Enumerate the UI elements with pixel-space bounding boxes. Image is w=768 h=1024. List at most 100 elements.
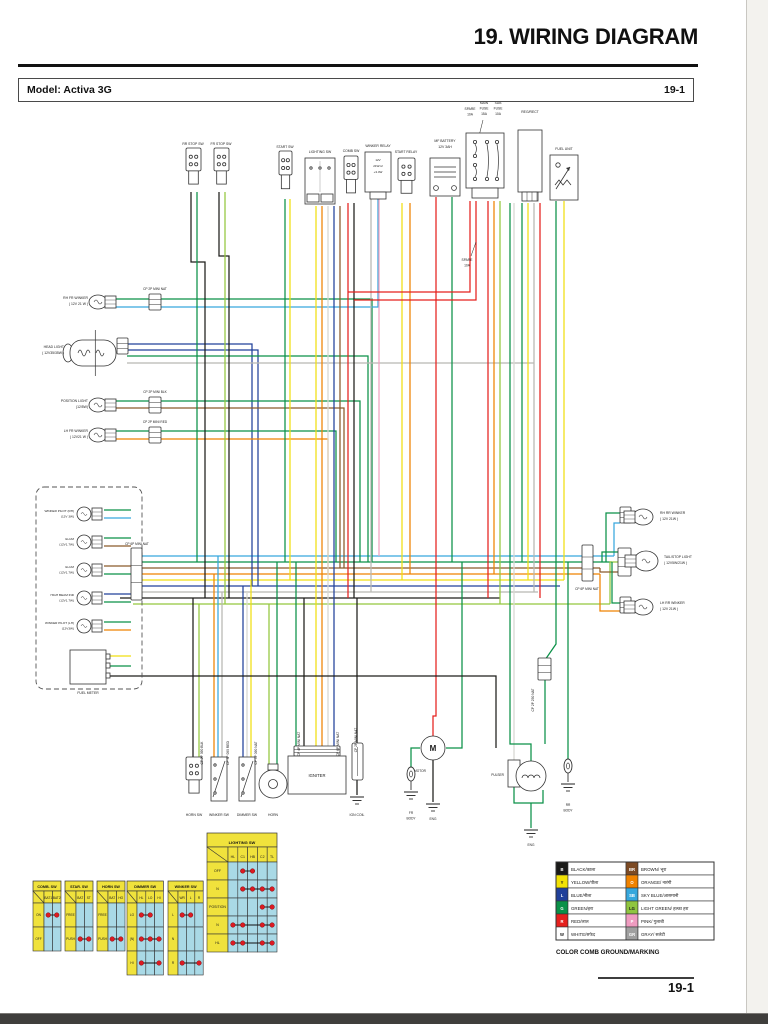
svg-text:HI: HI xyxy=(130,961,133,965)
svg-text:CP 6P MINI NAT: CP 6P MINI NAT xyxy=(575,587,599,591)
wire-sb xyxy=(613,522,620,556)
svg-text:CP 6P MINI NAT: CP 6P MINI NAT xyxy=(125,542,149,546)
wire-g xyxy=(112,298,373,562)
svg-text:SKY BLUE/आसमानी: SKY BLUE/आसमानी xyxy=(641,893,679,898)
svg-text:ENG: ENG xyxy=(430,817,437,821)
svg-text:FUEL UNIT: FUEL UNIT xyxy=(555,147,572,151)
illum-lower: ILLUM(12V1.7W) xyxy=(59,562,103,578)
svg-text:Y: Y xyxy=(561,880,564,885)
wire-sb xyxy=(112,196,379,308)
svg-text:PULSER: PULSER xyxy=(491,773,504,777)
position-light-connector: CP 2P MINI BLK xyxy=(143,390,168,414)
diagram-label: SPARE xyxy=(465,107,477,111)
svg-text:CP 2P 250 NAT: CP 2P 250 NAT xyxy=(531,688,535,711)
svg-text:FUSE: FUSE xyxy=(480,107,490,111)
diagram-label: CP 3P 090 NAT xyxy=(254,741,258,764)
svg-text:MAIN: MAIN xyxy=(480,101,489,105)
svg-text:N: N xyxy=(172,937,175,941)
start-relay: START RELAY xyxy=(395,150,418,194)
svg-text:RR: RR xyxy=(566,803,571,807)
wire-g xyxy=(544,201,557,661)
svg-text:IGN COIL: IGN COIL xyxy=(350,813,365,817)
wire-l xyxy=(127,349,259,586)
svg-text:BROWN/ भूरा: BROWN/ भूरा xyxy=(641,867,667,873)
fr-stop-switch: FR STOP SW xyxy=(211,142,232,185)
wire-br xyxy=(599,568,620,573)
winker-pilot-lh: WINKER PILOT (LH)(12V3W) xyxy=(45,618,103,634)
wire-lg xyxy=(609,561,620,604)
dimmer-switch: DIMMER SW xyxy=(237,756,258,817)
svg-text:( 12V 21 W ): ( 12V 21 W ) xyxy=(69,302,88,306)
wire-g xyxy=(605,512,620,562)
svg-text:L: L xyxy=(561,893,564,898)
wire-g xyxy=(611,562,620,604)
svg-text:ORANGE/ नारंगी: ORANGE/ नारंगी xyxy=(641,880,672,885)
diagram-label: SUB xyxy=(495,101,503,105)
svg-text:(N): (N) xyxy=(130,937,134,941)
svg-text:L: L xyxy=(190,896,192,900)
lighting-switch: LIGHTING SW xyxy=(304,150,336,205)
svg-text:HB: HB xyxy=(250,855,256,859)
wire-g xyxy=(509,203,532,761)
svg-text:P: P xyxy=(631,919,634,924)
coil-ground xyxy=(350,796,364,805)
svg-text:O: O xyxy=(630,880,634,885)
svg-text:PINK/ गुलाबी: PINK/ गुलाबी xyxy=(641,919,665,925)
diagram-label: CP 3P 090 BLK xyxy=(200,741,204,765)
svg-text:R: R xyxy=(172,961,175,965)
diagram-label: 15A xyxy=(481,112,488,116)
svg-text:HO: HO xyxy=(118,896,123,900)
svg-text:LG: LG xyxy=(629,906,635,911)
diagram-label: 10A xyxy=(464,264,471,268)
diagram-label: 10A xyxy=(495,112,502,116)
high-beam-ind: HIGH BEAM IND(12V1.7W) xyxy=(50,590,103,606)
svg-text:10A: 10A xyxy=(464,264,471,268)
svg-text:HORN SW: HORN SW xyxy=(102,885,120,889)
svg-text:ILLUM: ILLUM xyxy=(65,565,75,569)
wire-bk xyxy=(108,675,497,748)
svg-text:WINKER PILOT (RH): WINKER PILOT (RH) xyxy=(44,509,74,513)
svg-text:LIGHT GREEN/ हल्का हरा: LIGHT GREEN/ हल्का हरा xyxy=(641,906,689,911)
header-rule xyxy=(18,64,698,67)
diagram-label: CP 6P MINI NAT xyxy=(336,732,340,757)
page-title: 19. WIRING DIAGRAM xyxy=(473,24,699,49)
svg-text:BAT: BAT xyxy=(109,896,115,900)
svg-text:ST: ST xyxy=(87,896,91,900)
svg-text:YELLOW/पीला: YELLOW/पीला xyxy=(571,880,599,885)
svg-text:CP 2P MINI NAT: CP 2P MINI NAT xyxy=(354,728,358,753)
rh-fr-winker-connector: CP 2P MINI NAT xyxy=(143,287,167,311)
horn: HORN xyxy=(258,763,288,817)
wire-o xyxy=(599,574,620,612)
svg-text:( 12V21 W ): ( 12V21 W ) xyxy=(70,435,88,439)
illum-upper: ILLUM(12V1.7W) xyxy=(59,534,103,550)
svg-text:CP 3P 090 NAT: CP 3P 090 NAT xyxy=(254,741,258,764)
svg-text:R: R xyxy=(560,919,563,924)
rr-stop-switch: RR STOP SW xyxy=(182,142,204,185)
svg-text:+3.4W: +3.4W xyxy=(374,170,383,174)
svg-text:COMB. SW: COMB. SW xyxy=(37,885,57,889)
igniter: IGNITER xyxy=(287,755,347,795)
svg-text:HORN: HORN xyxy=(268,813,279,817)
svg-text:BODY: BODY xyxy=(406,817,416,821)
rh-fr-winker: RH FR WINKER( 12V 21 W ) xyxy=(63,294,117,310)
svg-text:ILLUM: ILLUM xyxy=(65,537,75,541)
cp-2p-250-connector xyxy=(537,657,552,681)
wire-g xyxy=(112,400,361,562)
diagram-label: FUSE xyxy=(480,107,490,111)
igniter-connector xyxy=(293,745,341,757)
svg-text:RED/लाल: RED/लाल xyxy=(571,919,590,924)
svg-text:LH FR WINKER: LH FR WINKER xyxy=(64,429,89,433)
svg-text:CP 2P MINI BLK: CP 2P MINI BLK xyxy=(143,390,167,394)
wire-r xyxy=(348,201,471,293)
svg-text:LH RR WINKER: LH RR WINKER xyxy=(660,601,685,605)
wire-g xyxy=(410,747,420,768)
svg-text:BAT2: BAT2 xyxy=(53,896,61,900)
diagram-label: CP 3P 090 RED xyxy=(226,741,230,765)
svg-text:FUSE: FUSE xyxy=(494,107,504,111)
svg-text:FREE: FREE xyxy=(98,913,107,917)
svg-text:TL: TL xyxy=(270,855,274,859)
